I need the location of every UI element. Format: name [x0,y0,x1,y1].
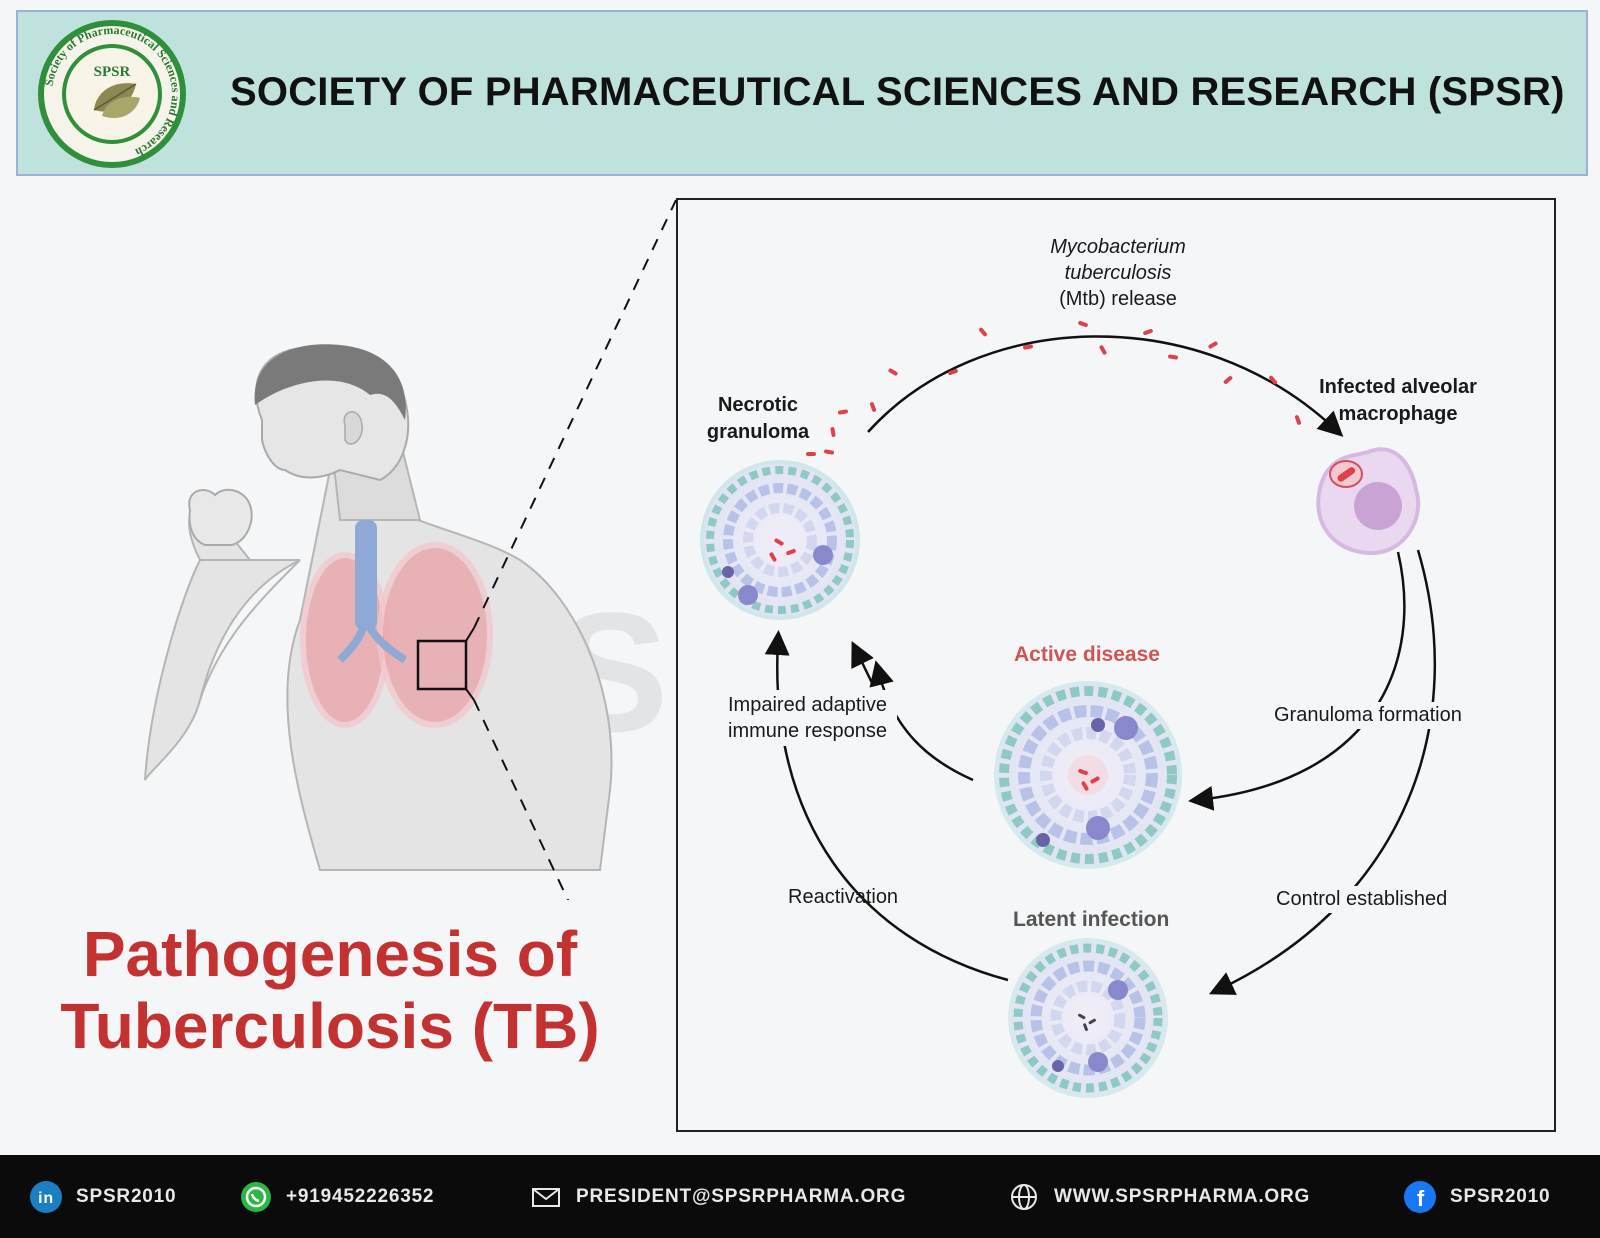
svg-text:SPSR: SPSR [94,64,131,80]
impaired-response-label: Impaired adaptive immune response [718,690,897,746]
whatsapp-icon [240,1181,272,1213]
mtb-release-line3: (Mtb) release [1059,288,1177,310]
reactivation-label: Reactivation [788,886,899,908]
svg-text:f: f [1417,1186,1425,1211]
svg-text:in: in [38,1190,54,1207]
infected-macrophage-line2: macrophage [1338,403,1458,425]
impaired-response-line1: Impaired adaptive [728,694,887,716]
mtb-release-line1: Mycobacterium [1050,236,1186,258]
footer-whatsapp[interactable]: +919452226352 [240,1181,434,1213]
latent-infection-cell [1008,938,1168,1098]
header-title: SOCIETY OF PHARMACEUTICAL SCIENCES AND R… [230,70,1565,114]
footer-linkedin[interactable]: in SPSR2010 [30,1181,176,1213]
footer-email-text: PRESIDENT@SPSRPHARMA.ORG [576,1186,907,1207]
header-banner: SPSR Society of Pharmaceutical Sciences … [16,10,1588,176]
linkedin-icon: in [30,1181,62,1213]
facebook-icon: f [1404,1181,1436,1213]
footer-website[interactable]: WWW.SPSRPHARMA.ORG [1008,1181,1310,1213]
footer-email[interactable]: PRESIDENT@SPSRPHARMA.ORG [530,1181,906,1213]
spsr-logo: SPSR Society of Pharmaceutical Sciences … [38,20,186,168]
footer-website-text: WWW.SPSRPHARMA.ORG [1054,1186,1311,1207]
footer-linkedin-text: SPSR2010 [76,1186,177,1207]
necrotic-granuloma-label: Necrotic granuloma [688,392,828,446]
impaired-response-line2: immune response [728,720,887,742]
active-disease-label: Active disease [1014,643,1160,666]
mtb-release-line2: tuberculosis [1064,262,1172,284]
control-established-label: Control established [1266,886,1458,913]
infected-macrophage-line1: Infected alveolar [1319,376,1477,398]
person-illustration [144,199,677,900]
necrotic-granuloma-line1: Necrotic [717,394,799,416]
infected-macrophage-cell [1316,447,1421,556]
main-title-line1: Pathogenesis of [82,918,578,990]
footer-bar: in SPSR2010 +919452226352 PRESIDENT@SPSR… [0,1155,1600,1238]
footer-facebook[interactable]: f SPSR2010 [1404,1181,1550,1213]
main-title: Pathogenesis of Tuberculosis (TB) [40,918,620,1062]
cycle-arrows [700,320,1436,1098]
necrotic-granuloma-line2: granuloma [706,421,810,443]
mtb-bacteria [799,320,1302,516]
active-disease-cell [994,681,1182,869]
footer-whatsapp-text: +919452226352 [286,1186,435,1207]
globe-icon [1008,1181,1040,1213]
footer-facebook-text: SPSR2010 [1450,1186,1551,1207]
pathogenesis-diagram: Mycobacterium tuberculosis (Mtb) release… [676,198,1556,1132]
mtb-release-label: Mycobacterium tuberculosis (Mtb) release [1038,234,1198,312]
mail-icon [530,1181,562,1213]
granuloma-formation-label: Granuloma formation [1264,702,1472,729]
necrotic-granuloma-cell [700,460,860,620]
infected-macrophage-label: Infected alveolar macrophage [1303,374,1493,428]
main-title-line2: Tuberculosis (TB) [60,990,600,1062]
latent-infection-label: Latent infection [1013,908,1170,931]
